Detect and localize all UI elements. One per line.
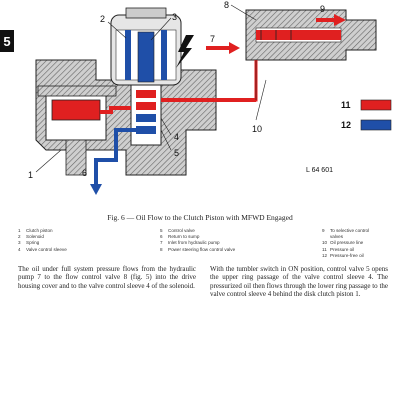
spring (137, 31, 155, 83)
swatch-label-11: 11 (341, 100, 351, 110)
reference-code: L 64 601 (306, 167, 333, 174)
callout-6: 6 (82, 168, 87, 178)
callout-1: 1 (28, 170, 33, 180)
callout-leaders (35, 4, 267, 173)
clutch-piston (51, 99, 101, 121)
callout-7: 7 (210, 34, 215, 44)
legend-item: valves (330, 234, 344, 240)
body-text-right: With the tumbler switch in ON position, … (210, 265, 388, 299)
callout-9: 9 (320, 4, 325, 14)
figure-caption: Fig. 6 — Oil Flow to the Clutch Piston w… (107, 213, 293, 222)
pressure-oil-swatch (360, 99, 392, 111)
body-text-left: The oil under full system pressure flows… (18, 265, 196, 290)
oil-pressure-line (216, 60, 258, 102)
callout-4: 4 (174, 132, 179, 142)
callout-8: 8 (224, 0, 229, 10)
callout-2: 2 (100, 14, 105, 24)
callout-5: 5 (174, 148, 179, 158)
oil-flow-diagram: 11 12 1 2 3 4 5 6 7 8 9 10 L 64 601 (28, 0, 392, 195)
pressure-free-oil-swatch (360, 119, 392, 131)
swatch-label-12: 12 (341, 120, 351, 130)
electrical-signal-icon (176, 35, 194, 68)
solenoid-cap (125, 7, 167, 19)
return-passage (94, 128, 136, 190)
callout-3: 3 (172, 12, 177, 22)
page-number-tab: 5 (0, 30, 14, 52)
callout-10: 10 (252, 124, 262, 134)
